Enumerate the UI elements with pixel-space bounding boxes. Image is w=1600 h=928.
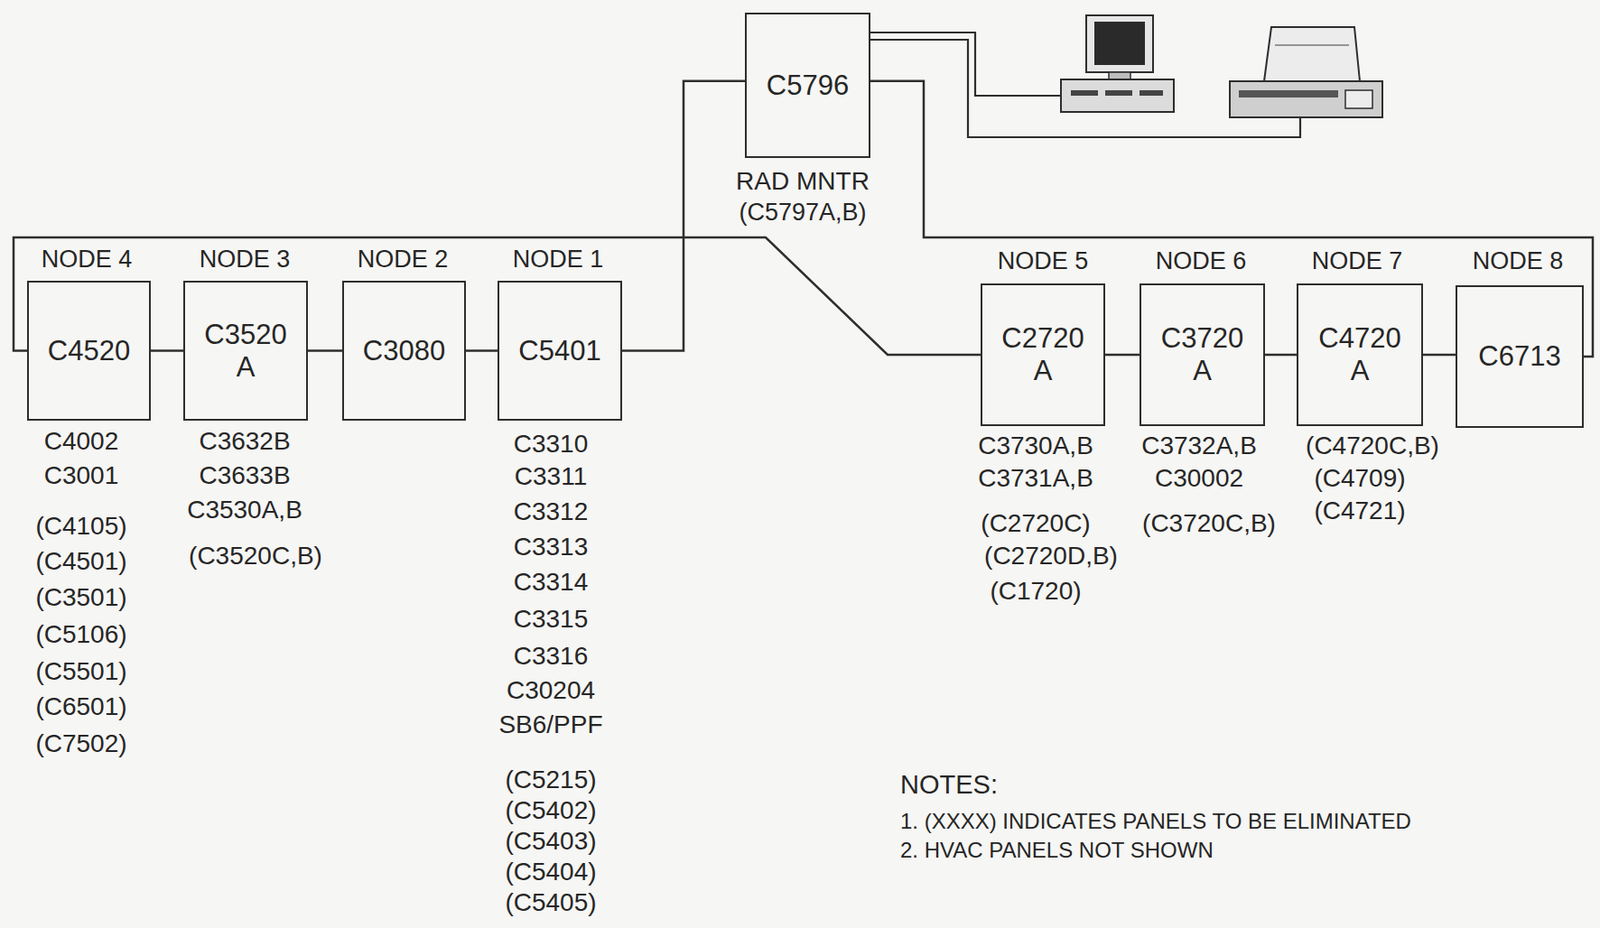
- panel-id: (C5797A,B): [738, 198, 866, 227]
- node-heading: NODE 5: [997, 247, 1089, 276]
- node-heading: NODE 7: [1311, 247, 1404, 276]
- panel-id: (C3501): [35, 583, 127, 613]
- panel-id: C6713: [1478, 340, 1561, 373]
- panel-box: C2720 A: [980, 283, 1106, 427]
- panel-id: (C6501): [35, 692, 127, 722]
- panel-id: (C2720D,B): [984, 541, 1118, 571]
- panel-id: (C3520C,B): [188, 541, 323, 571]
- node-heading: NODE 6: [1155, 247, 1247, 276]
- panel-id: C3730A,B: [977, 431, 1094, 461]
- network-link: [870, 81, 1593, 357]
- panel-id: C3633B: [198, 461, 290, 491]
- panel-id: C3313: [513, 532, 589, 562]
- panel-id: C3632B: [198, 427, 290, 456]
- panel-id: C5796: [766, 69, 849, 103]
- panel-id: (C5403): [504, 827, 596, 856]
- notes-heading: NOTES:: [900, 770, 998, 800]
- panel-id: C4520: [47, 334, 131, 368]
- network-link: [307, 349, 343, 353]
- panel-id: C3080: [362, 334, 446, 368]
- panel-box: C6713: [1455, 285, 1584, 428]
- panel-box: C4720 A: [1296, 283, 1424, 427]
- panel-id: C3314: [513, 567, 589, 597]
- panel-id: (C4105): [35, 511, 127, 541]
- panel-id: (C7502): [35, 729, 127, 759]
- panel-id: C3001: [44, 461, 120, 491]
- panel-id: (C3720C,B): [1142, 509, 1276, 539]
- panel-id: (C2720C): [980, 509, 1090, 539]
- panel-id: (C5405): [504, 888, 596, 918]
- panel-id: C2720 A: [995, 322, 1090, 387]
- panel-id: C3312: [513, 497, 589, 527]
- panel-id: C3731A,B: [977, 464, 1094, 494]
- panel-id: (C5402): [504, 796, 596, 826]
- panel-box: C3720 A: [1139, 283, 1266, 427]
- panel-id: (C4709): [1313, 464, 1405, 494]
- panel-id: (C5404): [504, 857, 596, 887]
- panel-box: C4520: [27, 280, 151, 421]
- panel-box: C3080: [342, 280, 466, 421]
- panel-id: (C5501): [35, 657, 127, 687]
- panel-id: C30204: [506, 676, 596, 706]
- panel-id: C3520 A: [197, 318, 293, 383]
- panel-box: C3520 A: [183, 280, 308, 421]
- panel-id: (C4501): [35, 547, 127, 577]
- node-heading: NODE 4: [41, 245, 133, 274]
- cable: [870, 32, 1061, 96]
- panel-id: (C4720C,B): [1305, 431, 1440, 461]
- network-link: [465, 349, 498, 353]
- panel-id: C4002: [44, 427, 120, 456]
- panel-id: (C5106): [35, 620, 127, 650]
- panel-id: C3720 A: [1154, 322, 1250, 387]
- panel-id: C3316: [513, 641, 589, 671]
- monitor-icon: [1060, 15, 1174, 112]
- node-heading: NODE 2: [357, 245, 449, 274]
- panel-id: C3315: [513, 604, 589, 634]
- panel-id: C3310: [513, 429, 589, 459]
- node-heading: NODE 8: [1472, 247, 1564, 276]
- panel-id: SB6/PPF: [498, 710, 603, 740]
- network-link: [1105, 353, 1140, 357]
- network-link: [622, 81, 745, 352]
- panel-box: C5401: [497, 280, 623, 421]
- note-text: 1. (XXXX) INDICATES PANELS TO BE ELIMINA…: [900, 809, 1412, 835]
- network-link: [150, 349, 184, 353]
- panel-id: C3732A,B: [1141, 431, 1257, 461]
- note-text: 2. HVAC PANELS NOT SHOWN: [900, 837, 1214, 864]
- panel-id: C5401: [518, 334, 601, 368]
- node-heading: NODE 1: [512, 245, 605, 274]
- monitor-label: RAD MNTR: [735, 167, 870, 196]
- network-link: [1423, 353, 1456, 357]
- panel-id: (C5215): [504, 765, 596, 795]
- panel-id: C3530A,B: [186, 495, 303, 525]
- panel-id: (C1720): [989, 576, 1081, 606]
- network-link: [1265, 353, 1297, 357]
- panel-id: C4720 A: [1311, 322, 1407, 387]
- panel-id: (C4721): [1313, 496, 1405, 526]
- panel-id: C30002: [1154, 464, 1244, 494]
- panel-id: C3311: [514, 462, 587, 492]
- panel-box: C5796: [744, 12, 871, 159]
- printer-icon: [1229, 27, 1383, 118]
- node-heading: NODE 3: [199, 245, 291, 274]
